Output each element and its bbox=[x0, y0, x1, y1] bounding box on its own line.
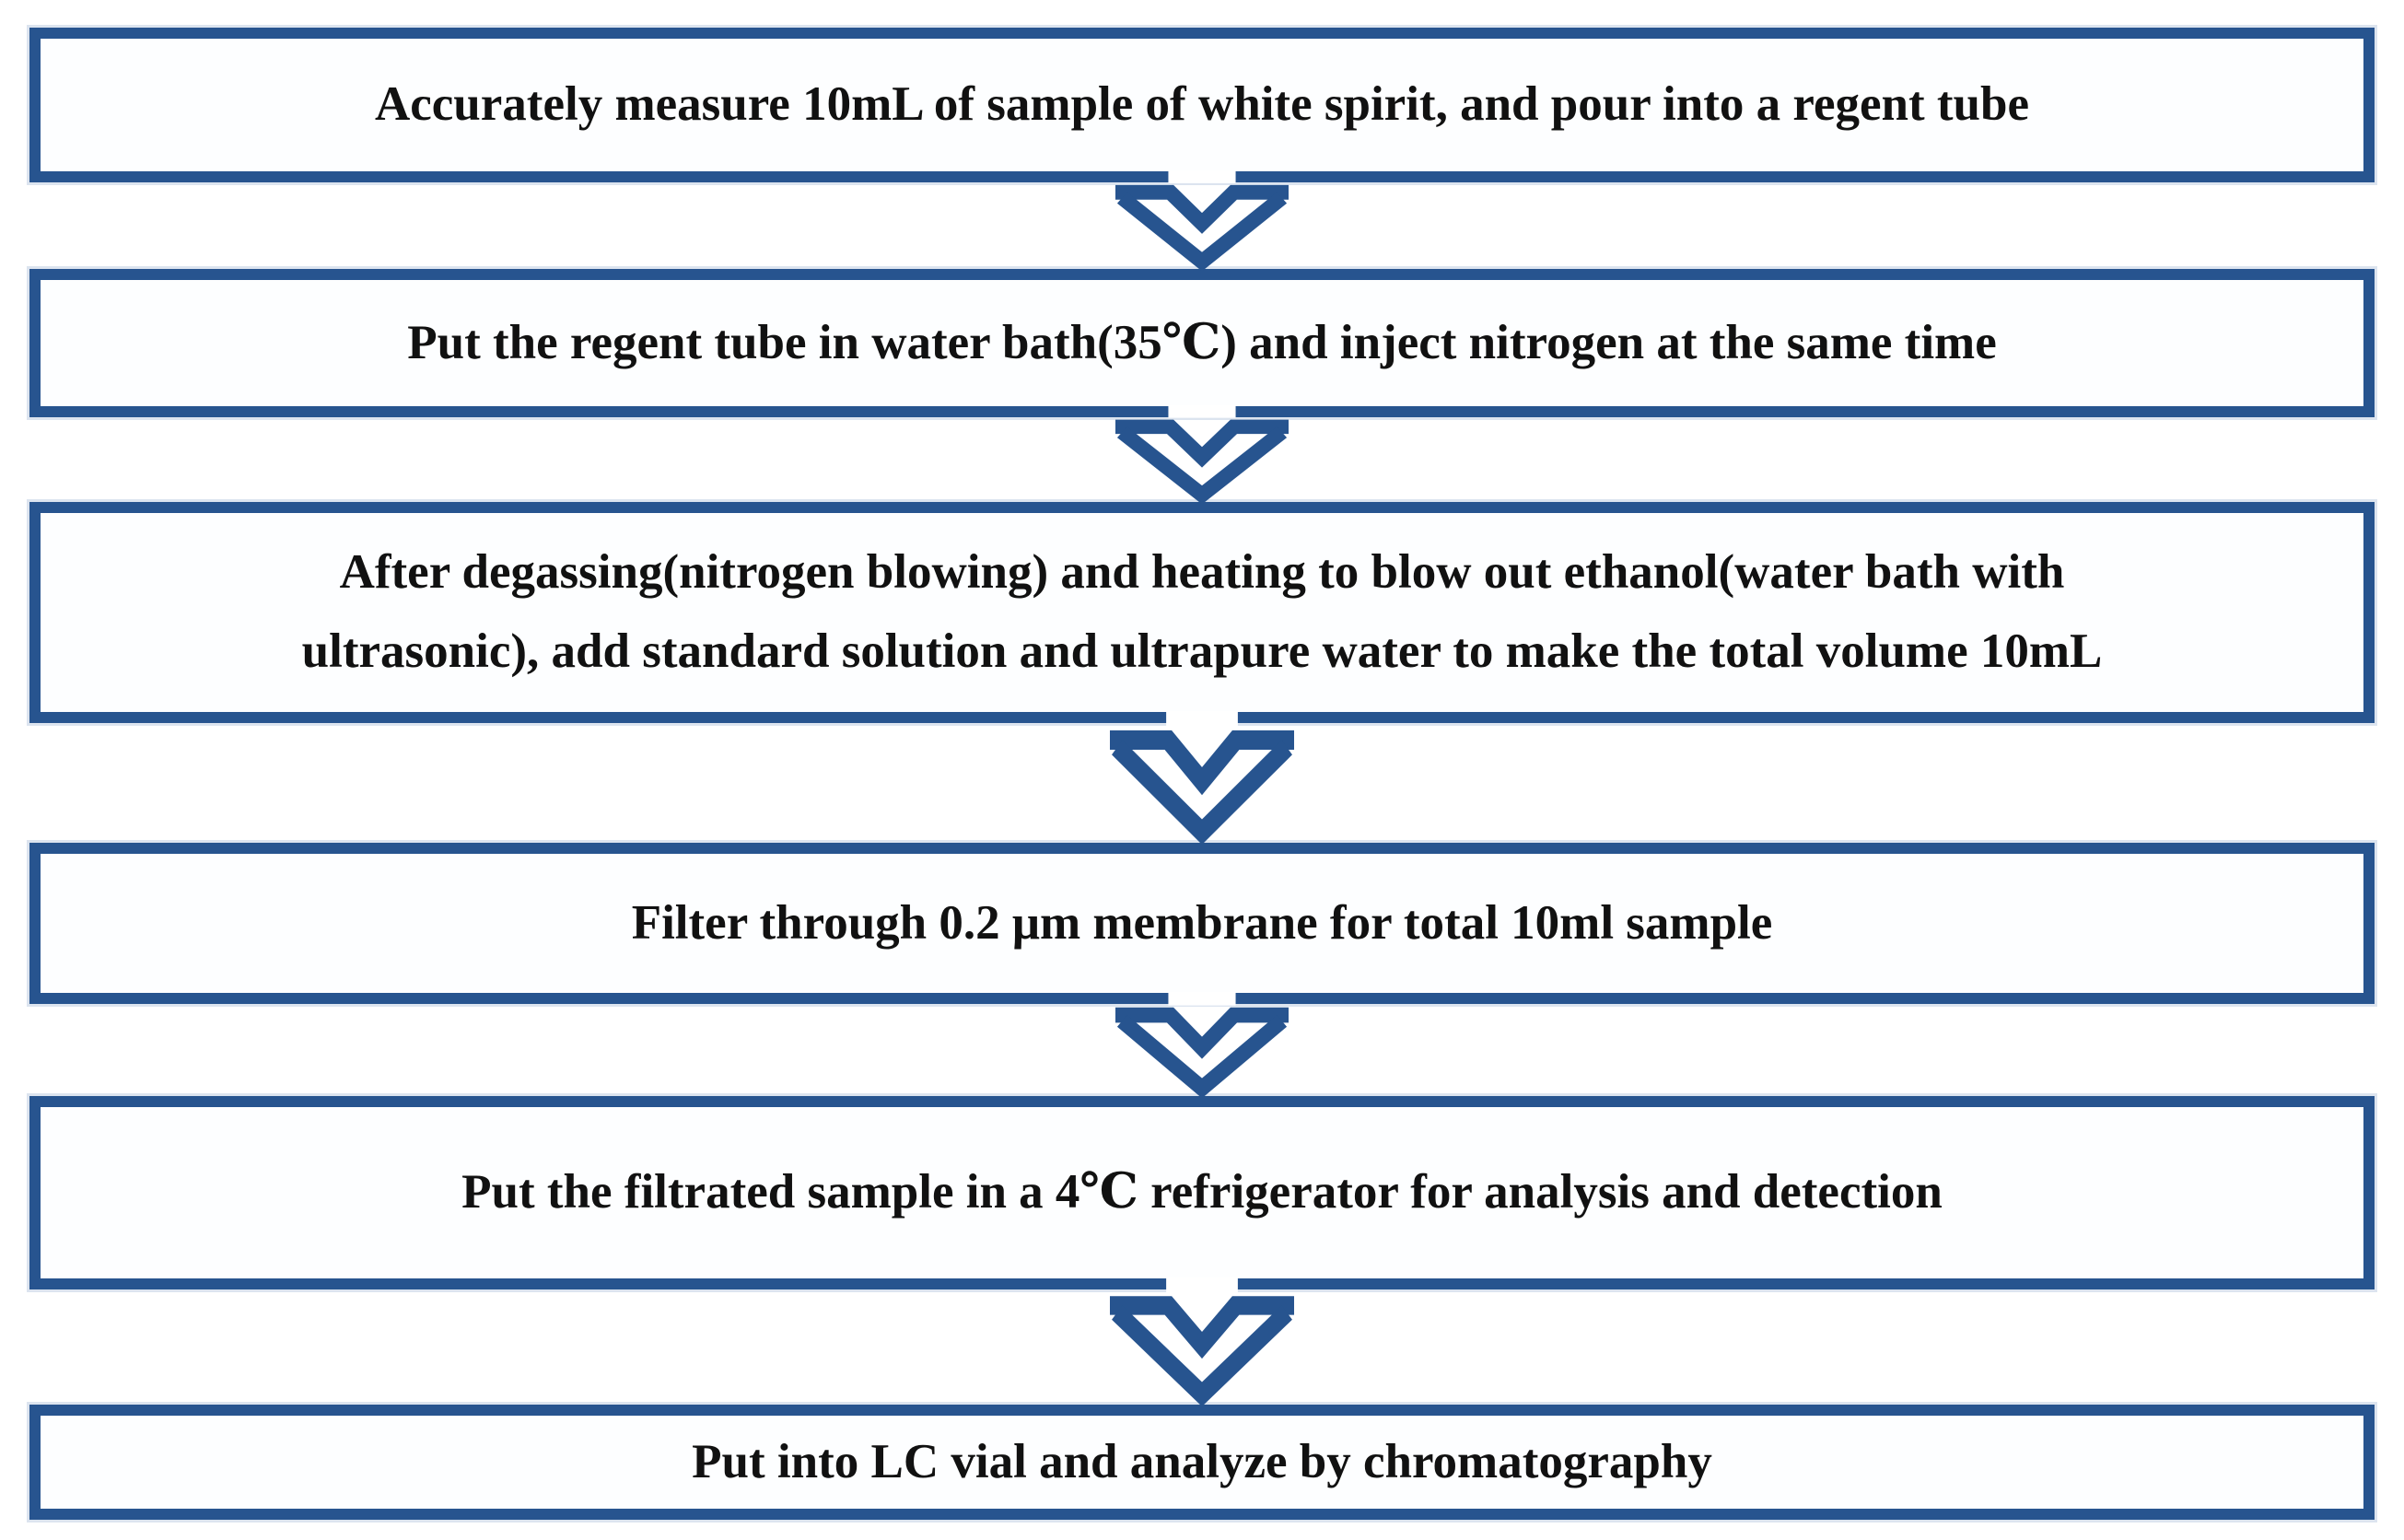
step-box-5: Put the filtrated sample in a 4℃ refrige… bbox=[29, 1096, 2375, 1289]
down-arrow-icon bbox=[1115, 992, 1289, 1099]
step-box-1: Accurately measure 10mL of sample of whi… bbox=[29, 28, 2375, 182]
connector-3 bbox=[29, 711, 2375, 845]
connector-4 bbox=[29, 992, 2375, 1099]
step-box-2: Put the regent tube in water bath(35℃) a… bbox=[29, 269, 2375, 417]
step-box-4: Filter through 0.2 μm membrane for total… bbox=[29, 843, 2375, 1004]
down-arrow-icon bbox=[1115, 170, 1289, 272]
step-box-3: After degassing(nitrogen blowing) and he… bbox=[29, 502, 2375, 723]
flowchart: Accurately measure 10mL of sample of whi… bbox=[29, 28, 2375, 1520]
down-arrow-icon bbox=[1110, 1278, 1294, 1407]
connector-5 bbox=[29, 1278, 2375, 1407]
down-arrow-icon bbox=[1115, 405, 1289, 505]
down-arrow-icon bbox=[1110, 711, 1294, 845]
connector-1 bbox=[29, 170, 2375, 272]
connector-2 bbox=[29, 405, 2375, 505]
step-box-6: Put into LC vial and analyze by chromato… bbox=[29, 1405, 2375, 1520]
